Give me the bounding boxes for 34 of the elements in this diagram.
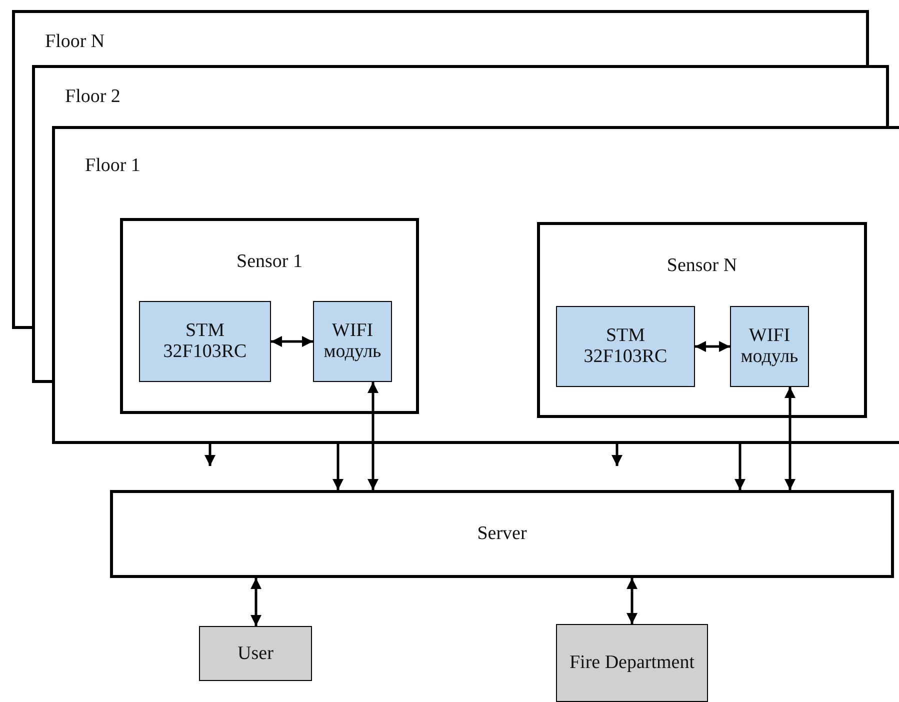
node-label: WIFI модуль bbox=[740, 324, 800, 368]
arrow bbox=[784, 387, 796, 490]
arrow bbox=[332, 444, 344, 490]
floor-label: Floor 1 bbox=[85, 155, 140, 177]
arrow bbox=[368, 382, 378, 490]
arrow bbox=[626, 578, 638, 624]
floor-panel bbox=[52, 126, 899, 444]
node-label: WIFI модуль bbox=[322, 320, 382, 364]
node-label: STM 32F103RC bbox=[162, 320, 248, 364]
server-box bbox=[110, 490, 894, 578]
arrow bbox=[695, 341, 730, 352]
module-box bbox=[730, 306, 809, 387]
external-box bbox=[199, 626, 312, 681]
sensor-title: Sensor N bbox=[666, 255, 738, 277]
floor-label: Floor N bbox=[45, 31, 105, 53]
arrow bbox=[271, 336, 313, 347]
module-box bbox=[556, 306, 695, 387]
module-box bbox=[139, 301, 271, 382]
node-label: User bbox=[236, 642, 274, 664]
sensor-box bbox=[120, 218, 419, 414]
arrow bbox=[734, 444, 746, 490]
direction-arrow bbox=[612, 444, 622, 466]
node-label: Server bbox=[476, 523, 528, 545]
direction-arrow bbox=[204, 444, 216, 466]
module-box bbox=[313, 301, 392, 382]
external-box bbox=[556, 624, 708, 702]
arrow bbox=[250, 578, 262, 626]
floor-label: Floor 2 bbox=[65, 86, 120, 108]
sensor-title: Sensor 1 bbox=[236, 251, 304, 273]
node-label: STM 32F103RC bbox=[582, 324, 668, 368]
floor-panel bbox=[12, 10, 869, 66]
sensor-box bbox=[537, 222, 867, 418]
floor-panel bbox=[32, 65, 889, 127]
node-label: Fire Department bbox=[568, 652, 696, 674]
